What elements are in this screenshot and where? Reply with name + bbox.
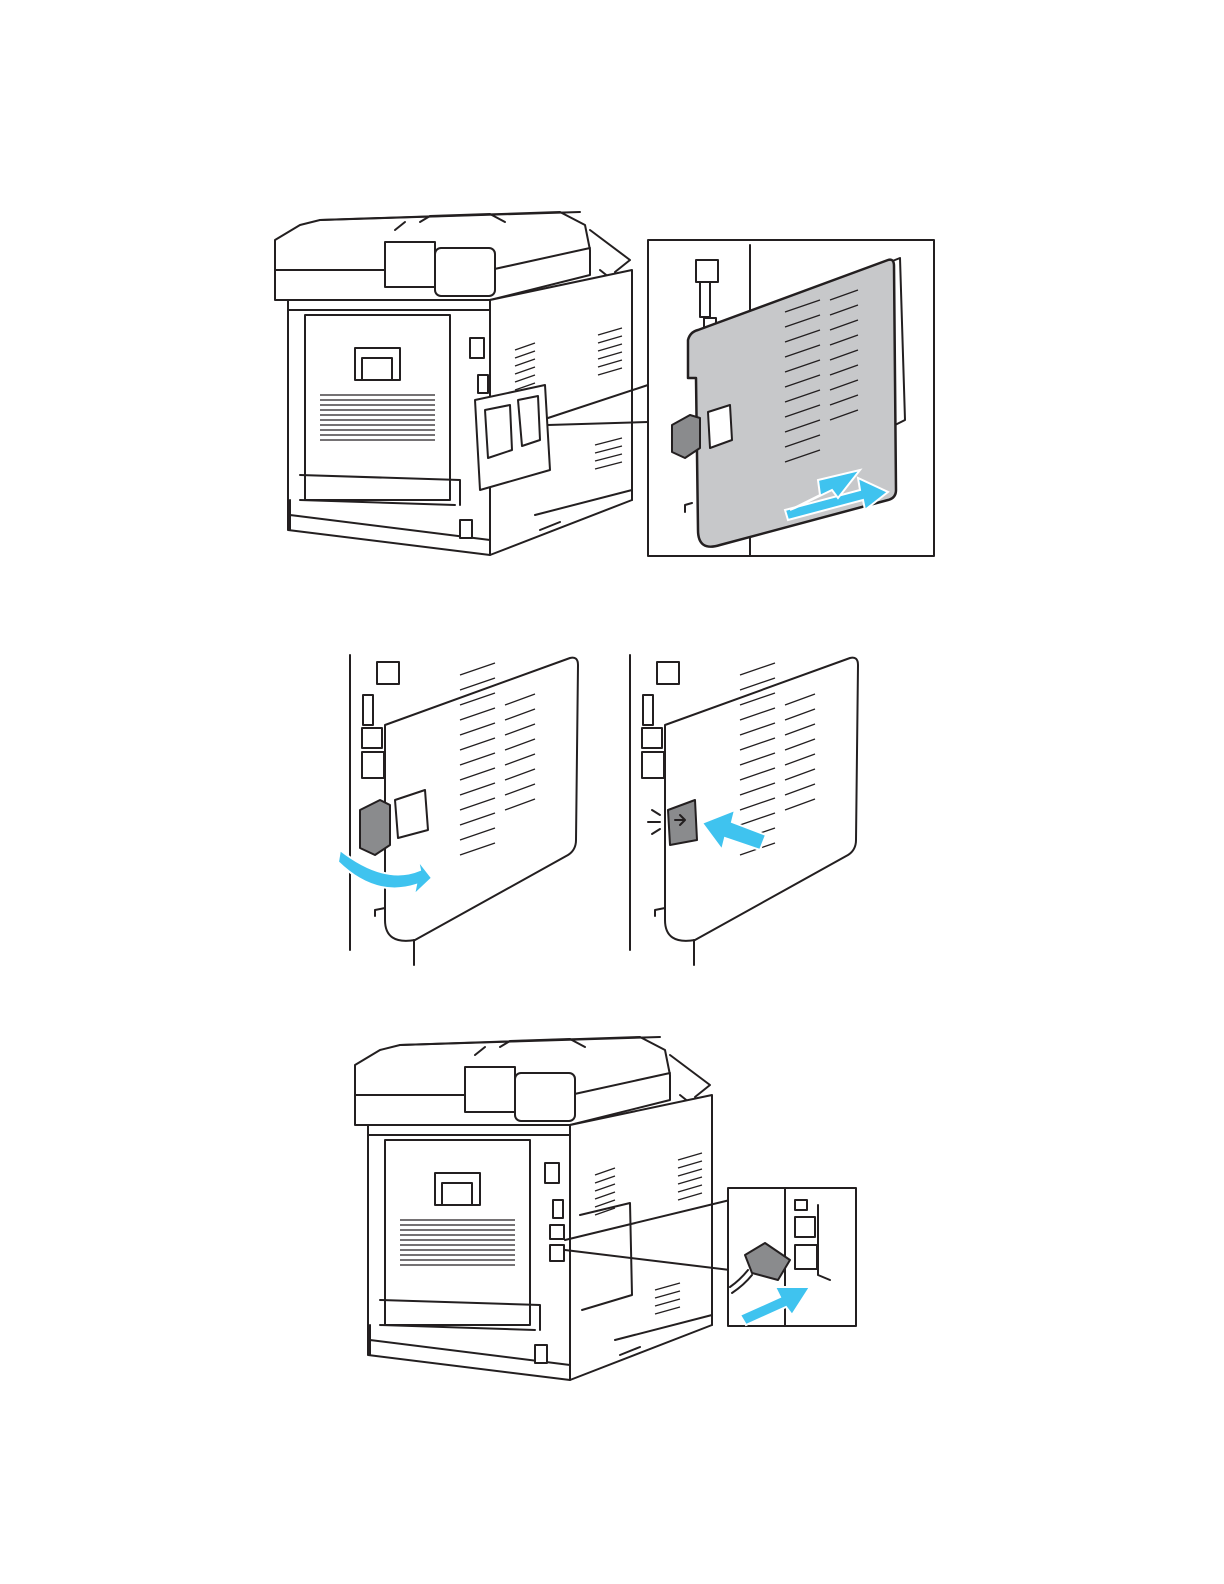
latch-press-icon: [630, 655, 858, 965]
printer-rear-icon: [355, 1037, 712, 1380]
latch-open-icon: [350, 655, 578, 965]
printer-rear-icon: [275, 212, 632, 555]
figure-secure-latch: [330, 640, 870, 970]
figure-connect-ethernet: [340, 1025, 870, 1405]
figure-install-side-cover: [260, 200, 950, 570]
